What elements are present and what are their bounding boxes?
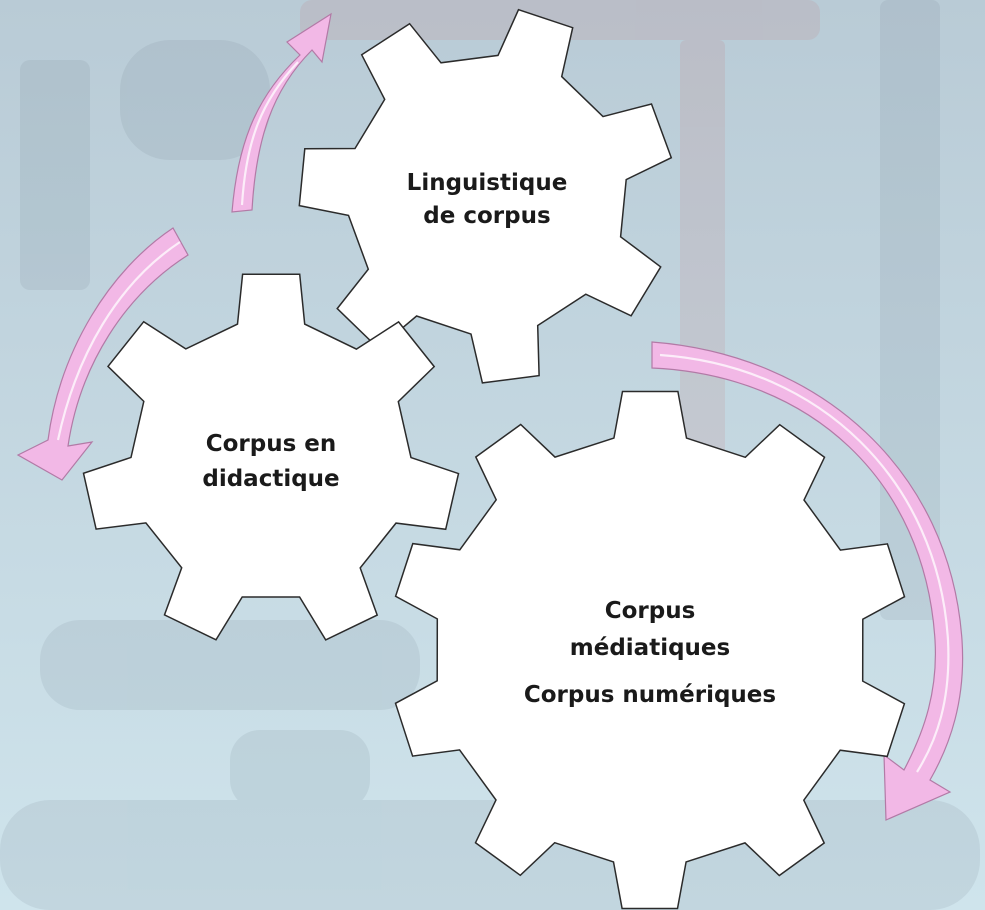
arrow-down-right-shine: [659, 353, 950, 773]
background-watermark-accent: [300, 0, 820, 520]
gear-mediatiques: Corpus médiatiques Corpus numériques: [394, 390, 906, 910]
gear-linguistique-body: [298, 8, 673, 384]
gear-didactique: Corpus en didactique: [82, 273, 460, 641]
gear-didactique-text-line-1: Corpus en: [206, 431, 337, 457]
arrow-down-right: [651, 341, 964, 821]
arrow-down-left-shape: [16, 227, 189, 481]
gear-didactique-text-line-2: didactique: [202, 466, 339, 492]
gear-mediatiques-text-line-1: Corpus: [605, 598, 696, 624]
gear-linguistique-text-line-1: Linguistique: [407, 170, 568, 196]
gear-mediatiques-text-line-2: médiatiques: [570, 635, 730, 661]
gear-mediatiques-body: [394, 390, 906, 910]
arrow-down-right-shape: [651, 341, 964, 821]
gear-linguistique: Linguistique de corpus: [298, 8, 673, 384]
gear-didactique-body: [82, 273, 460, 641]
arrow-up-top-shape: [231, 12, 332, 213]
gear-linguistique-text-line-2: de corpus: [423, 203, 550, 229]
gear-mediatiques-text-line-3: Corpus numériques: [524, 682, 776, 708]
arrow-up-top: [231, 12, 332, 213]
arrow-down-left-shine: [56, 241, 181, 441]
arrow-down-left: [16, 227, 189, 481]
arrow-up-top-shine: [240, 61, 299, 206]
